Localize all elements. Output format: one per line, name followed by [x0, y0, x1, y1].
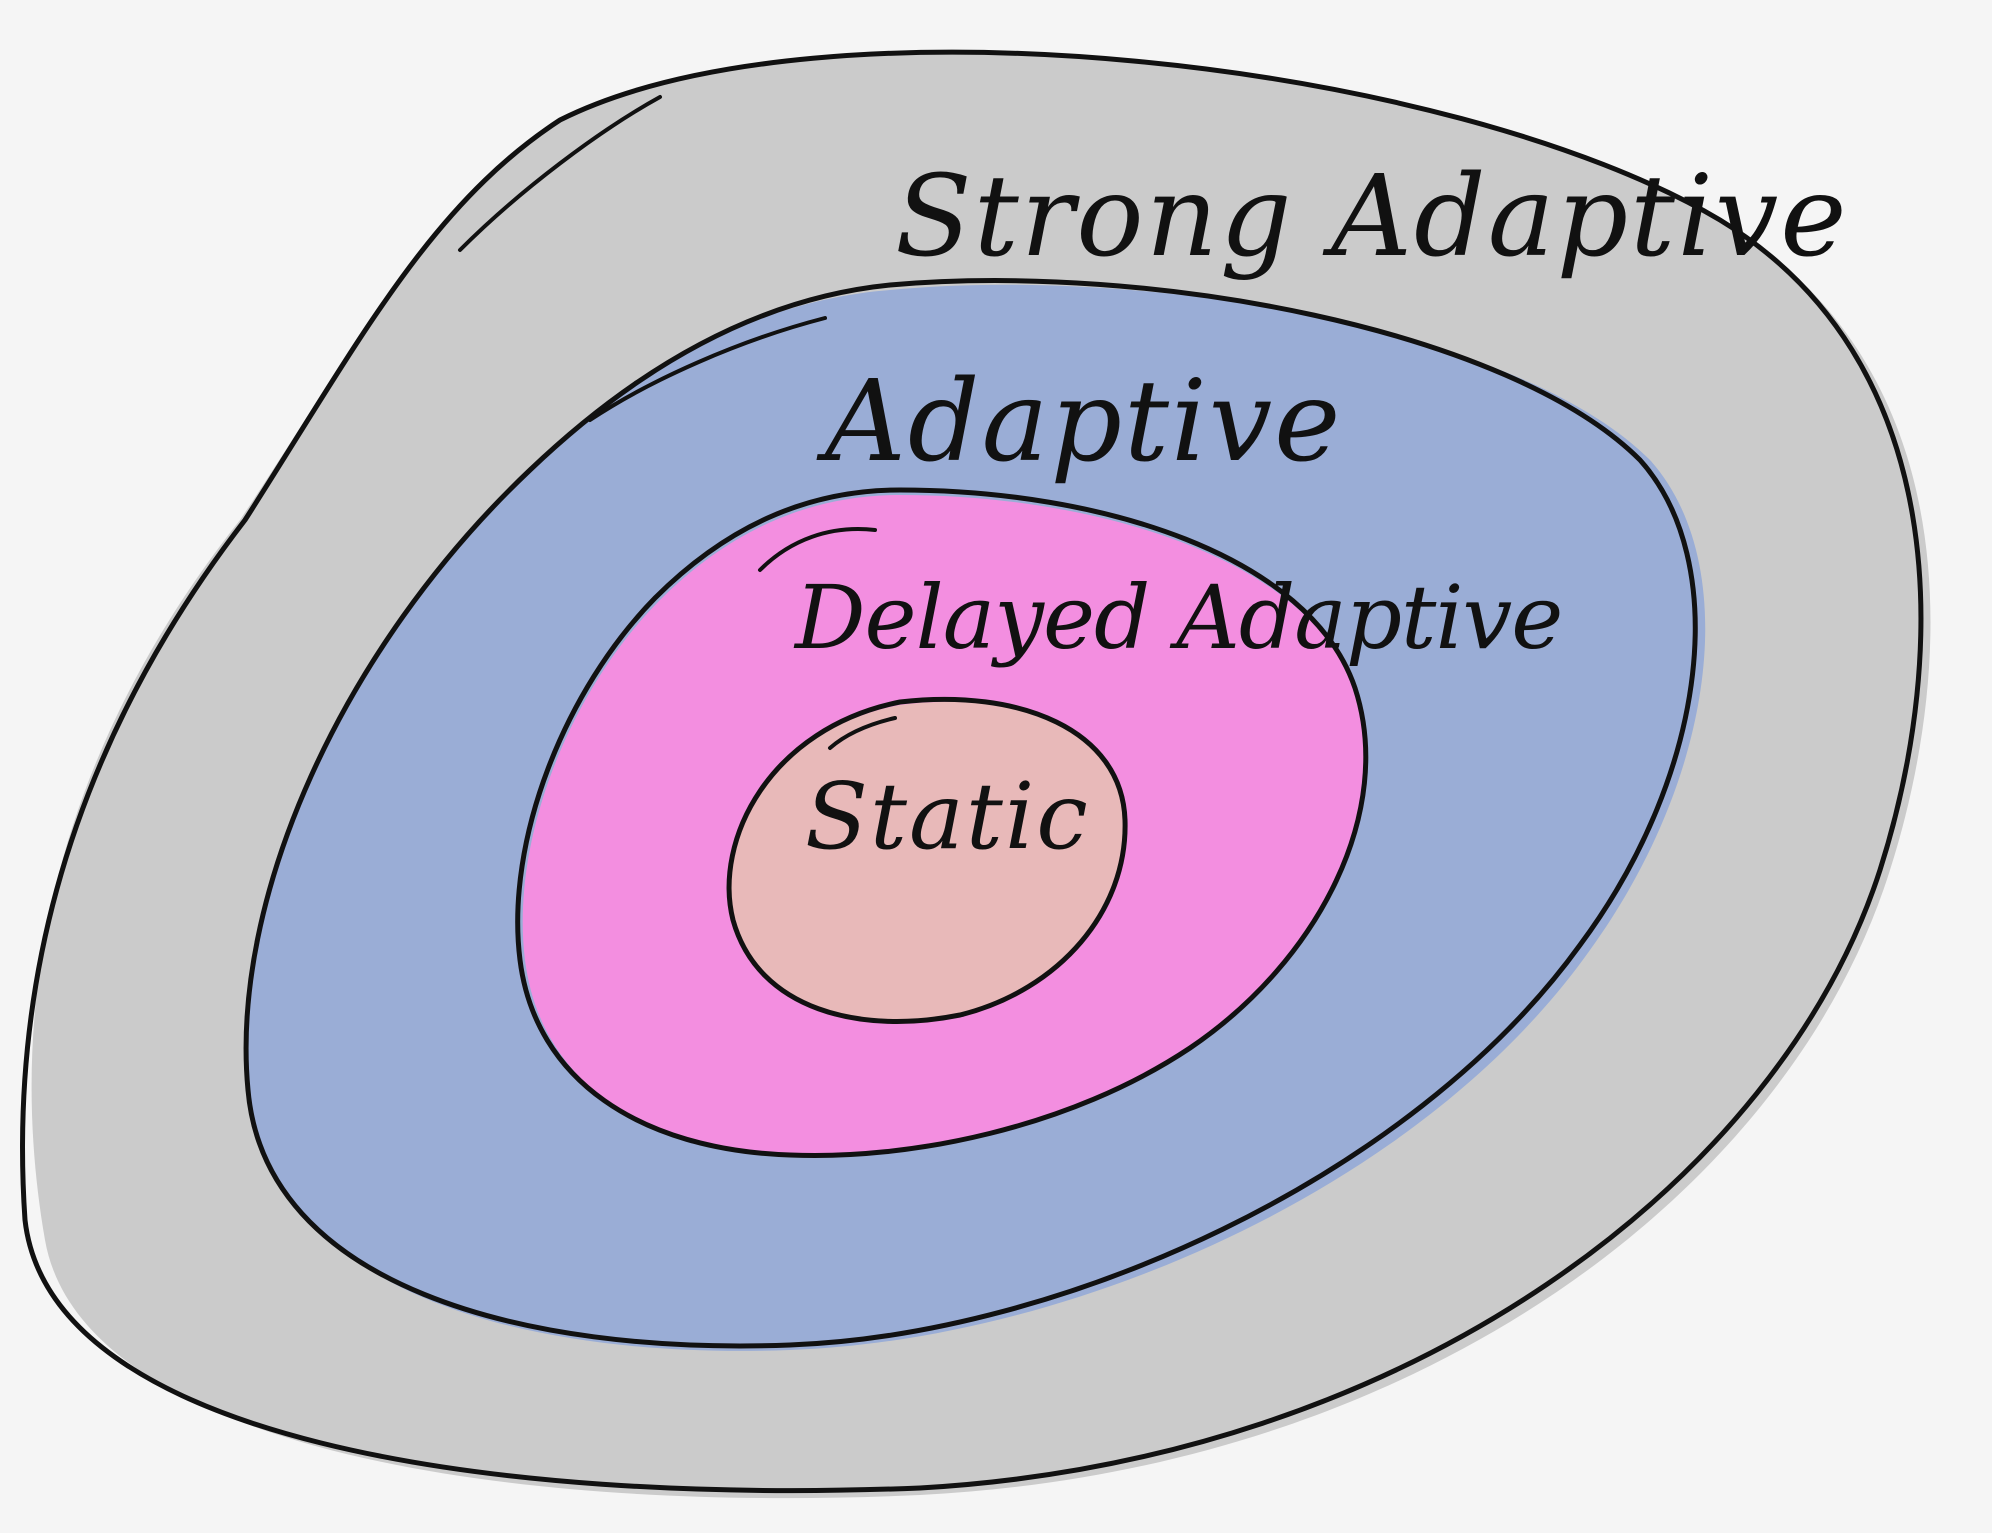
- label-strong-adaptive: Strong Adaptive: [895, 152, 1849, 282]
- label-delayed-adaptive: Delayed Adaptive: [793, 566, 1562, 669]
- static-outline: [726, 696, 1128, 1024]
- delayed-adaptive-outline: [515, 487, 1369, 1158]
- adaptive-stroke-tail: [588, 316, 827, 422]
- static-stroke-tail: [828, 716, 897, 750]
- strong-adaptive-stroke-tail: [458, 95, 662, 252]
- strong-adaptive-outline: [20, 49, 1924, 1494]
- label-adaptive: Adaptive: [816, 357, 1342, 487]
- layer-static: [726, 696, 1128, 1024]
- adaptive-outline: [243, 278, 1698, 1349]
- delayed-adaptive-stroke-tail: [758, 527, 877, 572]
- label-static: Static: [805, 763, 1090, 870]
- static-fill: [731, 701, 1126, 1022]
